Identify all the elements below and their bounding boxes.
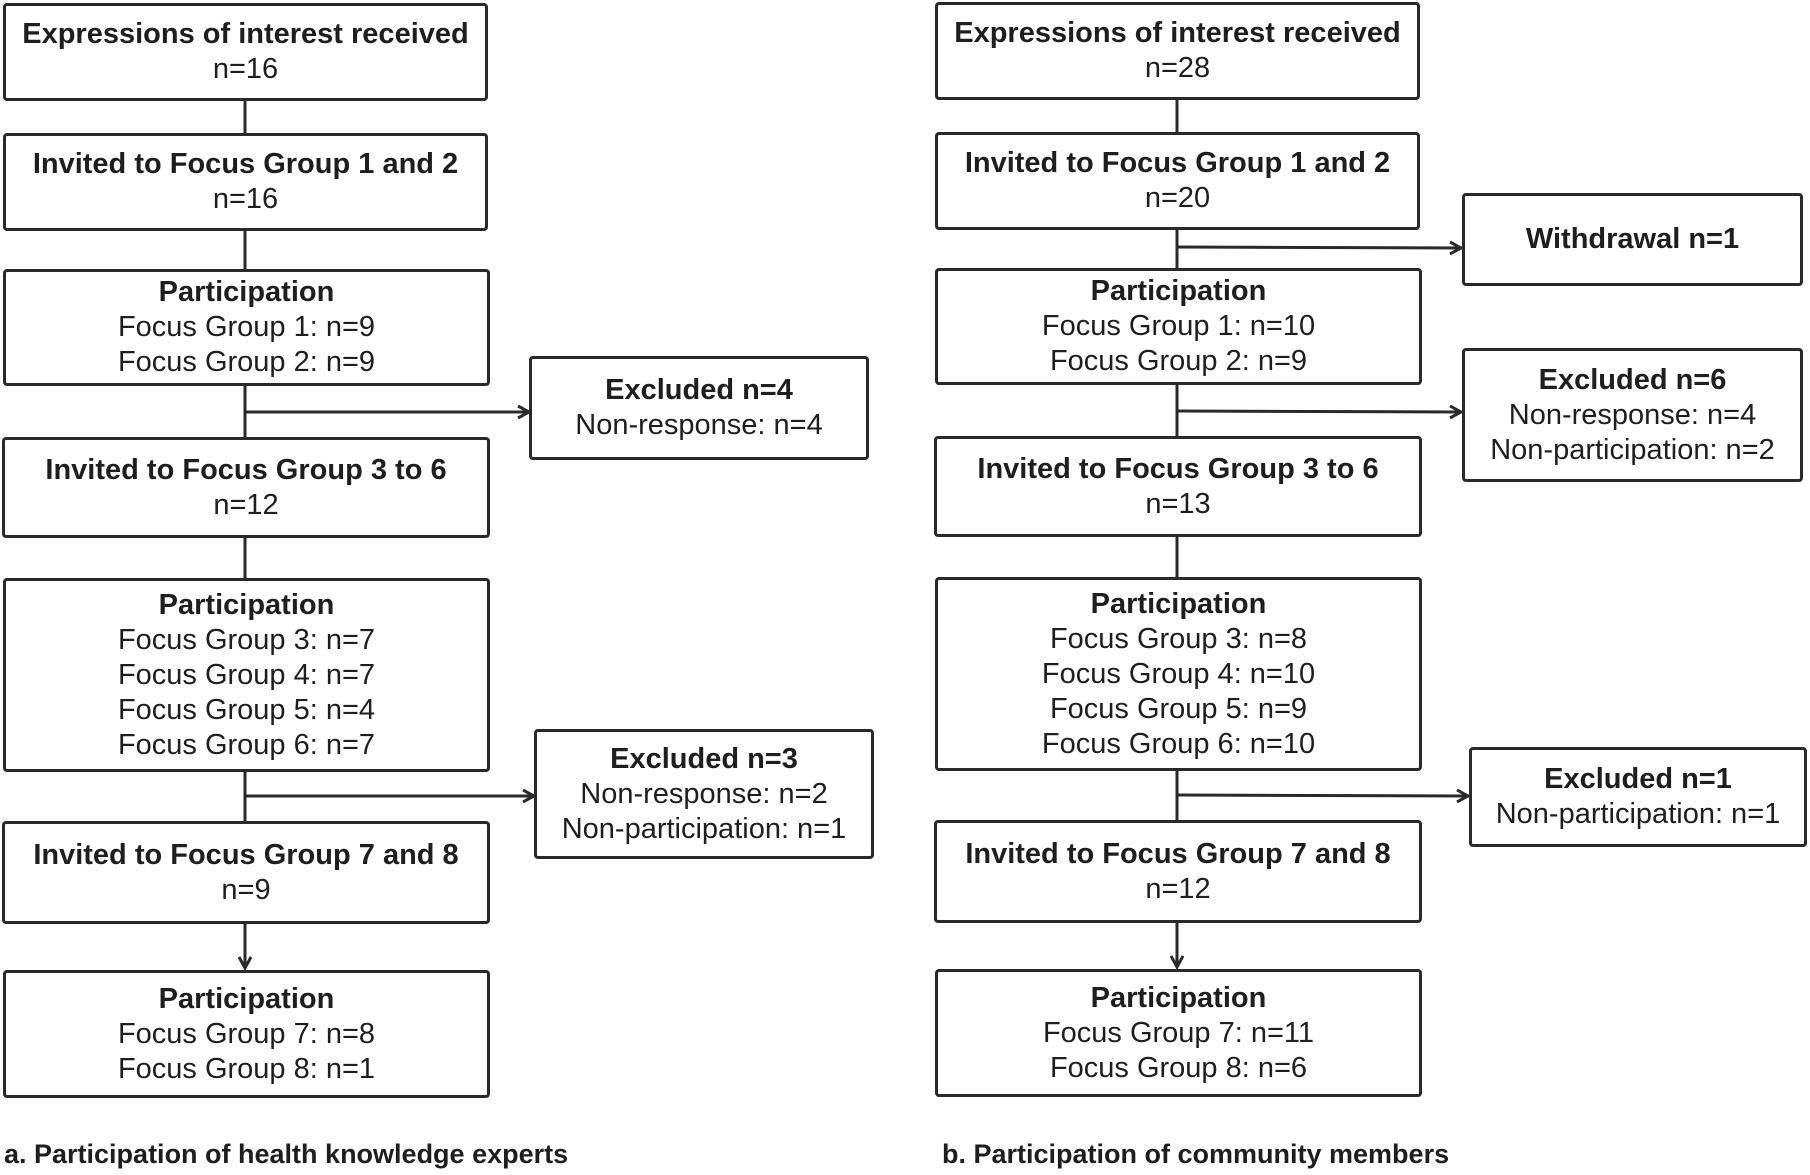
box-line: n=16 — [212, 53, 279, 85]
box-title: Invited to Focus Group 1 and 2 — [32, 148, 459, 180]
box-line: Focus Group 5: n=4 — [117, 693, 376, 726]
box-line: n=28 — [1144, 52, 1211, 84]
box-title: Participation — [1090, 981, 1267, 1014]
b-withdrawal-box: Withdrawal n=1 — [1462, 193, 1803, 286]
b-invited-3-6-box: Invited to Focus Group 3 to 6 n=13 — [934, 436, 1422, 537]
b-arrow-excluded-2 — [1176, 795, 1467, 796]
box-title: Invited to Focus Group 3 to 6 — [45, 453, 447, 486]
box-line: n=12 — [1145, 872, 1211, 905]
box-line: Focus Group 6: n=7 — [117, 728, 376, 761]
box-line: n=12 — [213, 488, 279, 521]
box-line: n=20 — [1144, 182, 1211, 214]
box-line: Focus Group 2: n=9 — [1049, 345, 1308, 377]
b-arrow-excluded-1 — [1176, 411, 1460, 412]
box-line: Focus Group 8: n=1 — [117, 1052, 376, 1085]
box-title: Invited to Focus Group 3 to 6 — [977, 452, 1379, 485]
box-line: Focus Group 5: n=9 — [1049, 692, 1308, 725]
b-excluded-1-box: Excluded n=6 Non-response: n=4 Non-parti… — [1462, 348, 1803, 482]
box-line: Non-participation: n=1 — [1495, 798, 1781, 830]
box-title: Excluded n=4 — [605, 374, 793, 406]
box-line: Focus Group 8: n=6 — [1049, 1051, 1308, 1084]
box-line: Focus Group 6: n=10 — [1041, 727, 1316, 760]
box-title: Expressions of interest received — [22, 18, 469, 50]
b-invited-7-8-box: Invited to Focus Group 7 and 8 n=12 — [934, 820, 1422, 923]
box-line: Non-response: n=4 — [575, 409, 823, 441]
b-caption: b. Participation of community members — [942, 1139, 1450, 1169]
box-title: Participation — [1090, 587, 1267, 620]
a-expressions-box: Expressions of interest received n=16 — [3, 3, 488, 101]
box-line: Non-response: n=2 — [580, 777, 828, 810]
box-title: Excluded n=1 — [1544, 763, 1732, 795]
box-title: Expressions of interest received — [954, 17, 1401, 49]
b-expressions-box: Expressions of interest received n=28 — [935, 2, 1420, 100]
box-line: Focus Group 1: n=9 — [117, 311, 376, 343]
box-title: Participation — [158, 588, 335, 621]
a-participation-3-6-box: Participation Focus Group 3: n=7 Focus G… — [3, 578, 490, 772]
box-title: Invited to Focus Group 7 and 8 — [33, 838, 459, 871]
box-line: n=9 — [221, 873, 271, 906]
box-title: Participation — [158, 982, 335, 1015]
box-line: Focus Group 4: n=7 — [117, 658, 376, 691]
b-arrow-withdrawal — [1176, 247, 1460, 248]
b-participation-7-8-box: Participation Focus Group 7: n=11 Focus … — [935, 969, 1422, 1097]
box-line: n=13 — [1145, 487, 1211, 520]
a-participation-7-8-box: Participation Focus Group 7: n=8 Focus G… — [3, 970, 490, 1098]
b-participation-3-6-box: Participation Focus Group 3: n=8 Focus G… — [935, 577, 1422, 771]
box-line: Non-response: n=4 — [1508, 398, 1757, 431]
box-line: Focus Group 3: n=8 — [1049, 622, 1308, 655]
box-line: Focus Group 3: n=7 — [117, 623, 376, 656]
b-excluded-2-box: Excluded n=1 Non-participation: n=1 — [1469, 747, 1807, 847]
a-participation-1-2-box: Participation Focus Group 1: n=9 Focus G… — [3, 269, 490, 386]
box-title: Withdrawal n=1 — [1525, 223, 1740, 255]
a-invited-3-6-box: Invited to Focus Group 3 to 6 n=12 — [2, 437, 490, 538]
box-title: Participation — [158, 276, 335, 308]
box-line: Focus Group 7: n=11 — [1042, 1016, 1315, 1049]
b-participation-1-2-box: Participation Focus Group 1: n=10 Focus … — [935, 268, 1422, 385]
b-invited-1-2-box: Invited to Focus Group 1 and 2 n=20 — [935, 132, 1420, 230]
box-title: Invited to Focus Group 1 and 2 — [964, 147, 1391, 179]
box-title: Participation — [1090, 275, 1267, 307]
box-line: Non-participation: n=2 — [1490, 433, 1775, 466]
box-line: Focus Group 1: n=10 — [1041, 310, 1316, 342]
box-line: Focus Group 4: n=10 — [1041, 657, 1316, 690]
box-line: Non-participation: n=1 — [561, 812, 847, 845]
a-invited-7-8-box: Invited to Focus Group 7 and 8 n=9 — [2, 821, 490, 924]
a-excluded-1-box: Excluded n=4 Non-response: n=4 — [529, 356, 869, 460]
box-line: Focus Group 2: n=9 — [117, 346, 376, 378]
box-title: Invited to Focus Group 7 and 8 — [965, 837, 1391, 870]
a-excluded-2-box: Excluded n=3 Non-response: n=2 Non-parti… — [534, 729, 874, 859]
box-title: Excluded n=6 — [1538, 363, 1727, 396]
box-title: Excluded n=3 — [610, 742, 798, 775]
a-invited-1-2-box: Invited to Focus Group 1 and 2 n=16 — [3, 133, 488, 231]
a-caption: a. Participation of health knowledge exp… — [4, 1139, 569, 1169]
box-line: Focus Group 7: n=8 — [117, 1017, 376, 1050]
box-line: n=16 — [212, 183, 279, 215]
